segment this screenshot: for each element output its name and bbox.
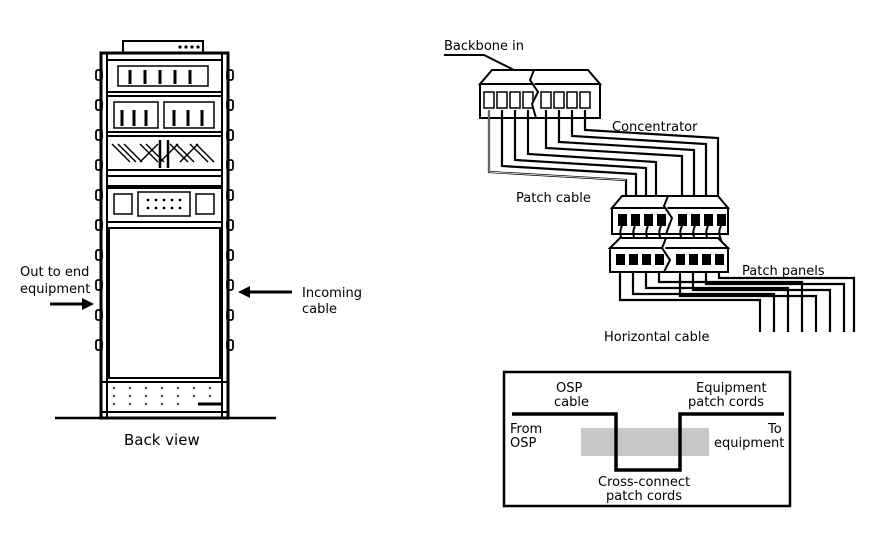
- in-arrow: [238, 286, 292, 298]
- rack-shelf-4: [106, 175, 223, 223]
- rack-caption: Back view: [124, 431, 200, 449]
- horizontal-cables: [618, 272, 856, 332]
- in-label-line1: Incoming: [302, 286, 362, 301]
- from-osp-line2: OSP: [510, 436, 536, 451]
- rack-frame: [99, 51, 230, 420]
- horizontal-cable-label: Horizontal cable: [604, 330, 710, 345]
- backbone-label: Backbone in: [444, 39, 524, 54]
- equip-cords-line2: patch cords: [688, 395, 764, 410]
- rack-empty-bay: [108, 227, 221, 379]
- out-label-line1: Out to end: [20, 265, 89, 280]
- patch-panel-lower: [607, 237, 731, 273]
- patch-cables: [487, 110, 720, 200]
- out-label-line2: equipment: [20, 282, 90, 297]
- rack-cable-clips: [95, 69, 234, 351]
- concentrator: [444, 54, 603, 119]
- osp-cable-line1: OSP: [556, 381, 582, 396]
- from-osp-line1: From: [510, 422, 542, 437]
- osp-cable-line2: cable: [554, 395, 589, 410]
- crossconnect-box: [502, 370, 792, 508]
- crossconnect-path: [512, 412, 784, 472]
- rack-vent-base: [100, 381, 229, 413]
- equipment-rack: [50, 40, 292, 420]
- to-equip-line2: equipment: [714, 436, 784, 451]
- xconnect-line2: patch cords: [606, 489, 682, 504]
- in-label-line2: cable: [302, 302, 337, 317]
- rack-shelf-2: [106, 95, 223, 133]
- rack-shelf-1: [106, 59, 223, 93]
- patch-panels-label: Patch panels: [742, 264, 825, 279]
- patch-panel-upper: [609, 195, 731, 235]
- rack-shelf-3: [106, 135, 223, 171]
- concentrator-label: Concentrator: [612, 120, 698, 135]
- out-arrow: [50, 298, 94, 310]
- crossconnect-shade: [581, 428, 709, 456]
- to-equip-line1: To: [767, 422, 782, 437]
- xconnect-line1: Cross-connect: [598, 475, 690, 490]
- equip-cords-line1: Equipment: [696, 381, 767, 396]
- patch-cable-label: Patch cable: [516, 191, 591, 206]
